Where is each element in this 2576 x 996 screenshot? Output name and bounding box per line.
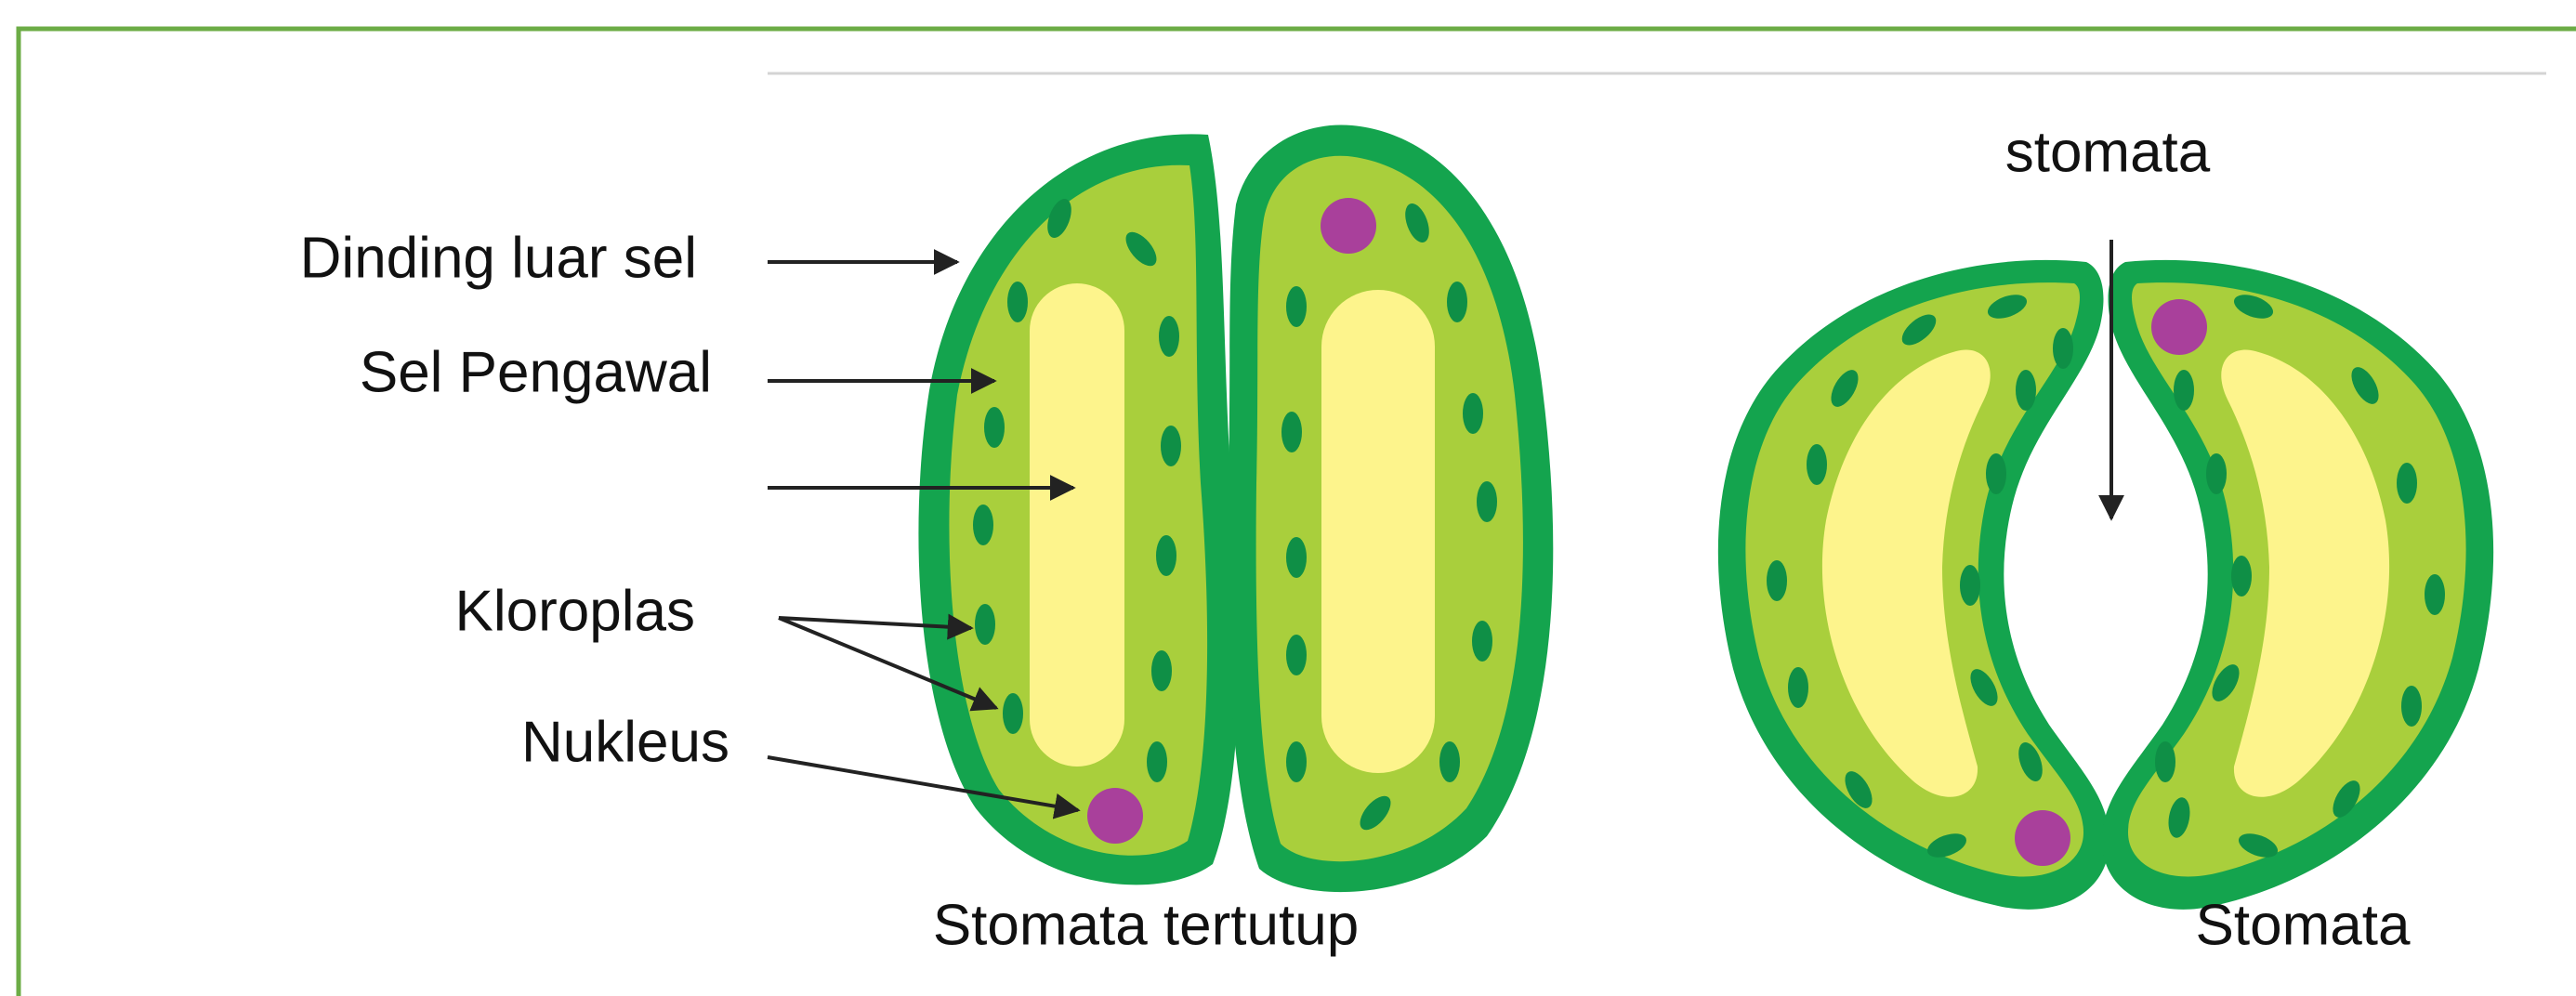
- caption-closed-stomata: Stomata tertutup: [933, 893, 1359, 957]
- closed-right-vacuole: [1321, 290, 1435, 773]
- label-guard-cell: Sel Pengawal: [360, 340, 712, 404]
- label-nucleus: Nukleus: [521, 710, 729, 774]
- open-right-nucleus: [2151, 299, 2207, 355]
- closed-left-vacuole: [1030, 283, 1124, 767]
- caption-open-stomata: Stomata: [2196, 893, 2411, 957]
- open-left-nucleus: [2015, 810, 2070, 866]
- label-chloroplast: Kloroplas: [455, 579, 695, 643]
- label-stoma-pore: stomata: [2005, 120, 2211, 184]
- closed-right-nucleus: [1321, 198, 1376, 254]
- closed-left-nucleus: [1087, 788, 1143, 844]
- label-outer-wall: Dinding luar sel: [300, 226, 697, 290]
